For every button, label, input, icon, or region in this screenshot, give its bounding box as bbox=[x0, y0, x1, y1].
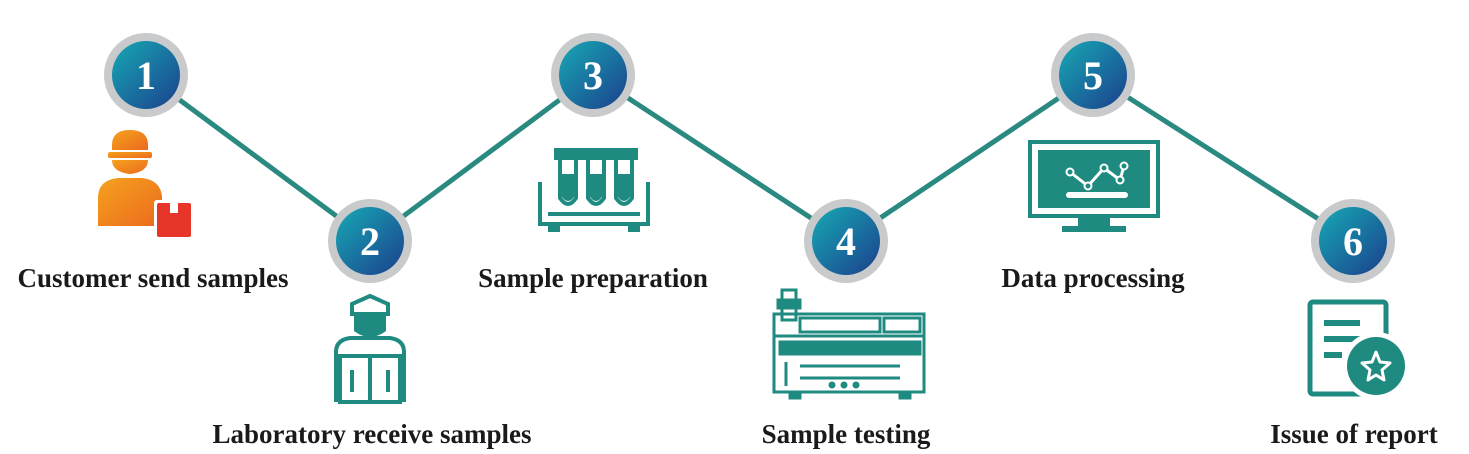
customer-icon bbox=[98, 130, 192, 238]
step-label-3: Sample preparation bbox=[478, 263, 708, 293]
step-label-4: Sample testing bbox=[761, 419, 931, 449]
monitor-chart-icon bbox=[1028, 140, 1160, 232]
report-icon bbox=[1307, 299, 1410, 400]
step-number-5: 5 bbox=[1083, 53, 1103, 98]
step-circle-4: 4 bbox=[804, 199, 888, 283]
step-label-6: Issue of report bbox=[1270, 419, 1438, 449]
lab-worker-icon bbox=[334, 293, 406, 404]
test-tubes-icon bbox=[538, 148, 650, 232]
step-label-2: Laboratory receive samples bbox=[212, 419, 532, 449]
step-number-3: 3 bbox=[583, 53, 603, 98]
step-label-5: Data processing bbox=[1001, 263, 1185, 293]
step-number-2: 2 bbox=[360, 219, 380, 264]
step-number-6: 6 bbox=[1343, 219, 1363, 264]
step-circle-6: 6 bbox=[1311, 199, 1395, 283]
step-number-4: 4 bbox=[836, 219, 856, 264]
instrument-icon bbox=[772, 288, 926, 400]
step-circle-3: 3 bbox=[551, 33, 635, 117]
step-label-1: Customer send samples bbox=[17, 263, 289, 293]
step-circle-2: 2 bbox=[328, 199, 412, 283]
connector-line bbox=[144, 71, 1355, 245]
step-circle-1: 1 bbox=[104, 33, 188, 117]
step-number-1: 1 bbox=[136, 53, 156, 98]
step-circle-5: 5 bbox=[1051, 33, 1135, 117]
